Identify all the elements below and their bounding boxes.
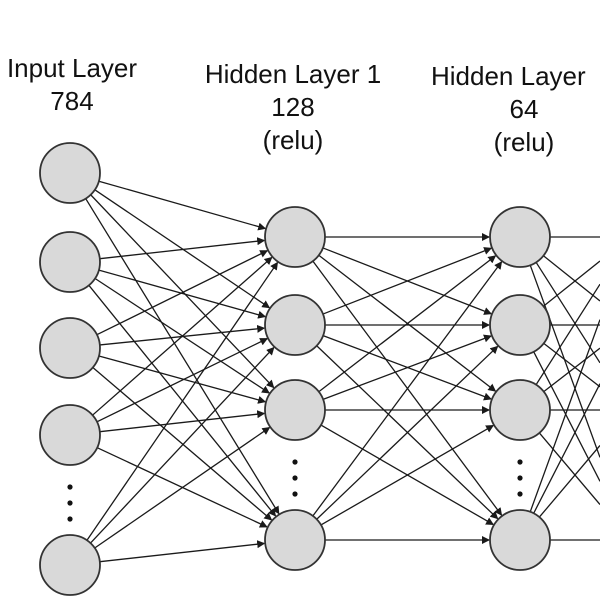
input-ellipsis-dot-1 <box>67 484 73 490</box>
hidden2-ellipsis-dot-3 <box>517 491 523 497</box>
hidden-layer-2-activation: (relu) <box>494 127 555 157</box>
h2-out-edge-2-3 <box>538 432 600 505</box>
h2-out-edge-3-2 <box>538 445 600 518</box>
input-node-1 <box>39 142 101 204</box>
h2-out-edge-2-1 <box>543 347 600 393</box>
hidden2-ellipsis-dot-1 <box>517 459 523 465</box>
input-h1-edge-3-1 <box>96 338 269 423</box>
h1-h2-edge-3-2 <box>320 424 495 526</box>
input-h1-edge-2-3 <box>92 366 273 521</box>
input-ellipsis-dot-3 <box>67 516 73 522</box>
hidden1-ellipsis-dot-2 <box>292 475 298 481</box>
hidden1-ellipsis-dot-3 <box>292 491 298 497</box>
hidden1-ellipsis-dot-1 <box>292 459 298 465</box>
hidden1-node-3 <box>264 379 326 441</box>
input-node-4 <box>39 404 101 466</box>
hidden-layer-2-size: 64 <box>510 94 539 124</box>
hidden2-node-4 <box>489 509 551 571</box>
ellipsis-markers <box>67 459 523 522</box>
h1-h2-edge-3-1 <box>316 345 499 520</box>
hidden-layer-1-activation: (relu) <box>263 125 324 155</box>
h1-h2-edge-1-0 <box>322 247 493 315</box>
input-node-5 <box>39 534 101 596</box>
h2-out-edge-1-2 <box>543 342 600 388</box>
h1-h2-edge-2-0 <box>318 255 497 393</box>
hidden-layer-2-title: Hidden Layer <box>431 61 586 91</box>
h2-out-edge-1-0 <box>543 260 600 307</box>
h2-out-edge-1-3 <box>533 351 600 482</box>
input-h1-edge-4-1 <box>90 346 275 544</box>
input-h1-edge-2-0 <box>96 250 269 336</box>
hidden-layer-1-label: Hidden Layer 1 128 (relu) <box>205 59 381 155</box>
hidden-layer-2-label: Hidden Layer 64 (relu) <box>431 61 586 157</box>
input-h1-edge-4-3 <box>99 540 266 563</box>
input-layer-label: Input Layer 784 <box>7 53 137 116</box>
hidden-layer-1-title: Hidden Layer 1 <box>205 59 381 89</box>
neurons <box>39 142 551 596</box>
input-ellipsis-dot-2 <box>67 500 73 506</box>
h1-h2-edge-3-0 <box>312 261 503 517</box>
input-layer-size: 784 <box>50 86 93 116</box>
hidden1-node-2 <box>264 294 326 356</box>
hidden2-ellipsis-dot-2 <box>517 475 523 481</box>
input-h1-edge-0-1 <box>94 189 271 309</box>
input-node-3 <box>39 317 101 379</box>
input-h1-edge-4-2 <box>94 427 271 549</box>
input-node-2 <box>39 231 101 293</box>
hidden1-node-1 <box>264 206 326 268</box>
input-h1-edge-3-2 <box>99 410 266 433</box>
input-h1-edge-4-0 <box>86 261 279 541</box>
h2-out-edge-0-1 <box>543 255 600 302</box>
h2-out-edge-0-3 <box>529 264 600 458</box>
input-h1-edge-3-0 <box>92 256 273 416</box>
connections <box>85 180 600 563</box>
input-h1-edge-1-0 <box>99 237 266 260</box>
input-h1-edge-0-0 <box>98 180 267 231</box>
hidden2-node-3 <box>489 379 551 441</box>
h2-out-edge-3-1 <box>533 383 600 514</box>
input-h1-edge-0-2 <box>90 194 275 389</box>
h2-out-edge-2-0 <box>535 283 600 386</box>
hidden2-node-2 <box>489 294 551 356</box>
input-h1-edge-2-2 <box>98 355 267 404</box>
h2-out-edge-3-0 <box>529 319 600 513</box>
h2-out-edge-0-2 <box>535 261 600 364</box>
input-h1-edge-0-3 <box>85 198 280 515</box>
input-layer-title: Input Layer <box>7 53 137 83</box>
hidden2-node-1 <box>489 206 551 268</box>
hidden-layer-1-size: 128 <box>271 92 314 122</box>
hidden1-node-4 <box>264 509 326 571</box>
h1-h2-edge-2-1 <box>322 334 492 401</box>
